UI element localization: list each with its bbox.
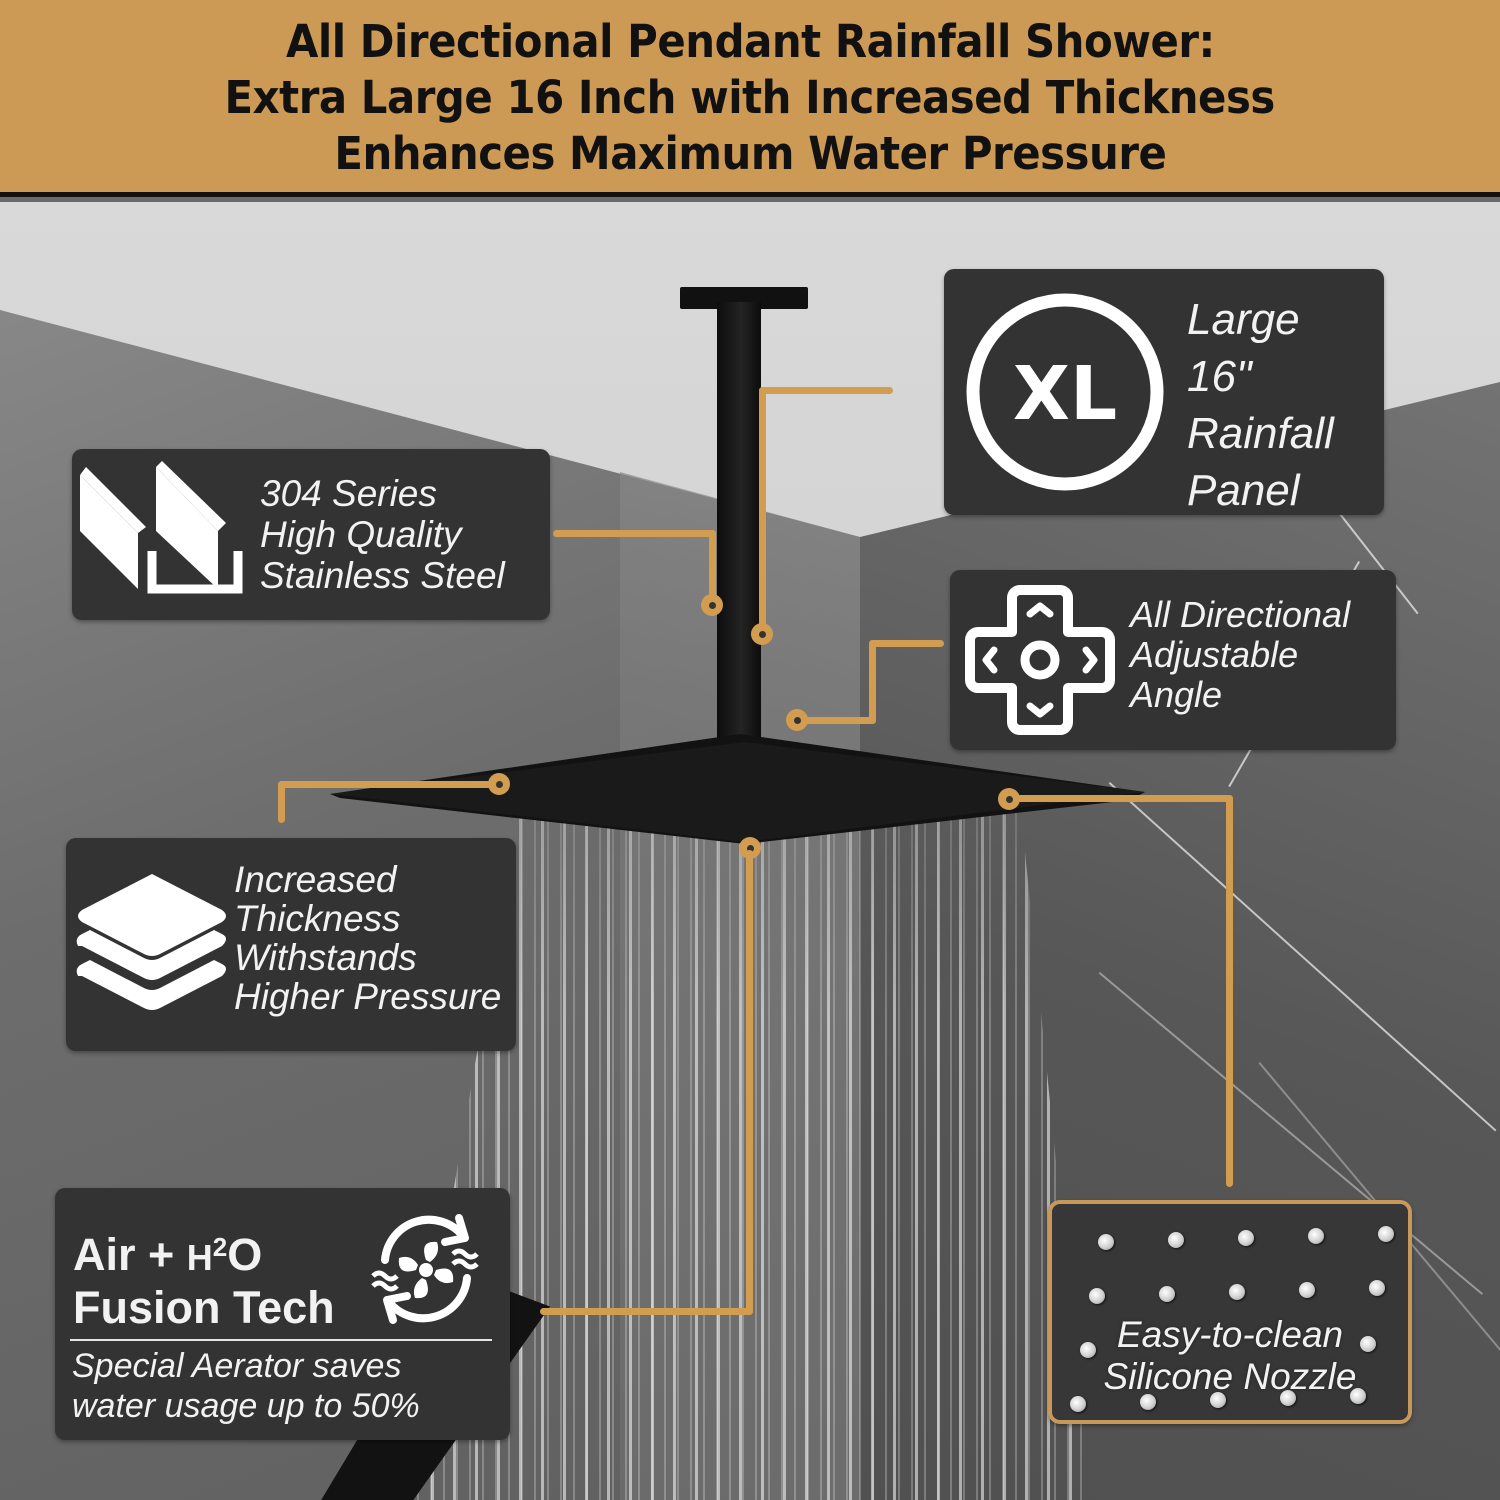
air-plus-text: Air + — [73, 1229, 187, 1280]
feature-card-nozzle: Easy-to-clean Silicone Nozzle — [1048, 1200, 1412, 1424]
callout-line-thickness — [278, 781, 285, 823]
ceiling-mount-flange — [680, 287, 808, 309]
header-banner: All Directional Pendant Rainfall Shower:… — [0, 0, 1500, 197]
nozzle-dot — [1159, 1286, 1175, 1302]
callout-dot-steel — [701, 594, 723, 616]
callout-line-xl — [759, 387, 893, 394]
callout-dot-air — [739, 837, 761, 859]
layers-stack-icon — [72, 866, 232, 1026]
thick-line-4: Higher Pressure — [234, 976, 502, 1017]
callout-dot-xl — [751, 623, 773, 645]
callout-line-thickness — [278, 781, 500, 788]
air-fusion-subtitle: Special Aerator saves water usage up to … — [72, 1346, 420, 1426]
stainless-steel-text: 304 Series High Quality Stainless Steel — [260, 473, 505, 596]
air-fusion-title: Air + H2O Fusion Tech — [73, 1222, 335, 1333]
air-fusion-title-line-1: Air + H2O — [73, 1222, 335, 1283]
callout-line-steel — [709, 530, 716, 605]
header-title-line-1: All Directional Pendant Rainfall Shower: — [285, 15, 1215, 68]
nozzle-dot — [1168, 1232, 1184, 1248]
callout-dot-direction — [786, 709, 808, 731]
callout-line-xl — [759, 387, 766, 627]
steel-line-2: High Quality — [260, 514, 462, 555]
steel-line-1: 304 Series — [260, 473, 437, 514]
callout-line-nozzle — [1015, 795, 1233, 802]
nozzle-dot — [1360, 1336, 1376, 1352]
nozzle-dot — [1369, 1280, 1385, 1296]
feature-card-thickness: Increased Thickness Withstands Higher Pr… — [66, 838, 516, 1051]
air-sub-line-1: Special Aerator saves — [72, 1347, 402, 1385]
nozzle-dot — [1080, 1342, 1096, 1358]
steel-channel-icon — [78, 461, 243, 596]
callout-dot-nozzle — [998, 788, 1020, 810]
nozzle-dot — [1299, 1282, 1315, 1298]
feature-card-air-fusion: Air + H2O Fusion Tech Special Aerator sa… — [55, 1188, 510, 1440]
superscript-2: 2 — [212, 1232, 228, 1262]
air-fusion-title-line-2: Fusion Tech — [73, 1282, 335, 1333]
h-text: H — [186, 1237, 213, 1278]
aerator-fan-cycle-icon — [367, 1210, 485, 1328]
callout-line-direction — [800, 717, 876, 724]
nozzle-text: Easy-to-clean Silicone Nozzle — [1052, 1314, 1408, 1398]
nozzle-dot — [1280, 1390, 1296, 1406]
callout-line-steel — [553, 530, 716, 537]
header-title-line-2: Extra Large 16 Inch with Increased Thick… — [224, 71, 1276, 124]
thick-line-2: Thickness — [234, 898, 401, 939]
nozzle-dot — [1089, 1288, 1105, 1304]
shower-arm — [717, 302, 761, 742]
callout-line-direction — [869, 640, 876, 724]
xl-icon-text: XL — [1013, 351, 1117, 437]
nozzle-dot — [1350, 1388, 1366, 1404]
feature-card-adjustable-angle: All Directional Adjustable Angle — [950, 570, 1396, 750]
air-fusion-divider — [70, 1339, 492, 1341]
nozzle-dot — [1238, 1230, 1254, 1246]
callout-line-nozzle — [1226, 795, 1233, 1187]
thick-line-1: Increased — [234, 859, 397, 900]
nozzle-dot — [1140, 1394, 1156, 1410]
header-title-line-3: Enhances Maximum Water Pressure — [333, 127, 1167, 180]
xl-line-4: Panel — [1187, 466, 1300, 515]
air-sub-line-2: water usage up to 50% — [72, 1387, 420, 1425]
nozzle-dot — [1308, 1228, 1324, 1244]
thickness-text: Increased Thickness Withstands Higher Pr… — [234, 860, 501, 1016]
callout-line-air — [746, 850, 753, 1315]
o-text: O — [227, 1229, 263, 1280]
dpad-direction-icon — [962, 582, 1118, 738]
nozzle-line-1: Easy-to-clean — [1116, 1314, 1344, 1355]
steel-line-3: Stainless Steel — [260, 555, 505, 596]
xl-line-3: Rainfall — [1187, 409, 1334, 458]
feature-card-stainless-steel: 304 Series High Quality Stainless Steel — [72, 449, 550, 620]
dir-line-3: Angle — [1130, 674, 1223, 715]
nozzle-dot — [1378, 1226, 1394, 1242]
xl-panel-text: Large 16" Rainfall Panel — [1187, 291, 1334, 519]
xl-line-2: 16" — [1187, 352, 1252, 401]
adjustable-angle-text: All Directional Adjustable Angle — [1130, 595, 1350, 715]
nozzle-line-2: Silicone Nozzle — [1103, 1356, 1357, 1397]
nozzle-dot — [1210, 1392, 1226, 1408]
callout-line-direction — [869, 640, 944, 647]
callout-line-air — [540, 1308, 753, 1315]
xl-circle-icon: XL — [964, 291, 1166, 493]
feature-card-xl-panel: XL Large 16" Rainfall Panel — [944, 269, 1384, 515]
dir-line-1: All Directional — [1130, 594, 1351, 635]
callout-dot-thickness — [488, 773, 510, 795]
thick-line-3: Withstands — [234, 937, 417, 978]
dir-line-2: Adjustable — [1130, 634, 1299, 675]
nozzle-dot — [1070, 1396, 1086, 1412]
xl-line-1: Large — [1187, 295, 1300, 344]
nozzle-dot — [1098, 1234, 1114, 1250]
nozzle-dot — [1229, 1284, 1245, 1300]
